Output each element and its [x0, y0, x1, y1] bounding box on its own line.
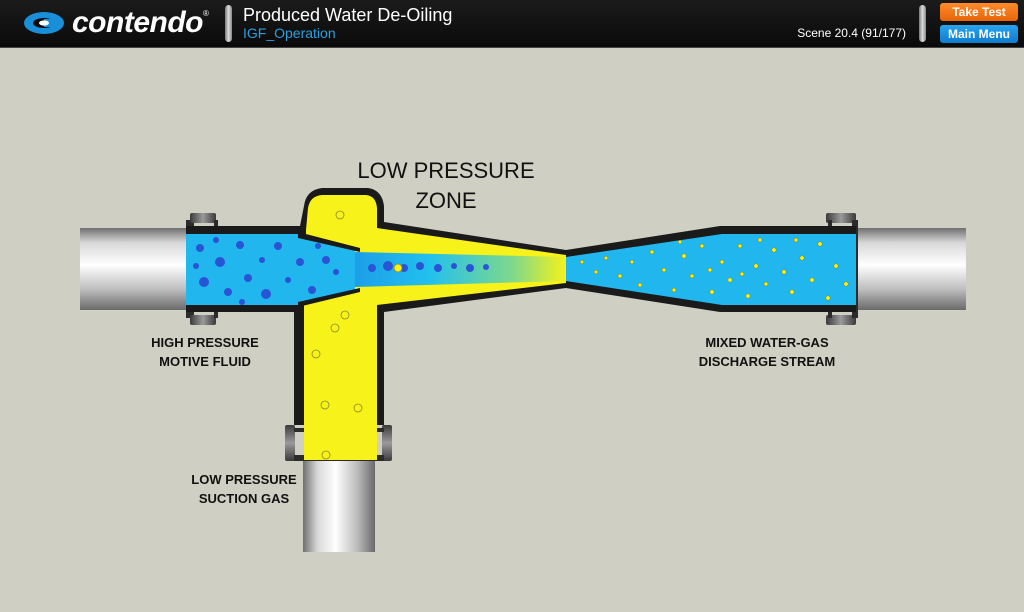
page-title: Produced Water De-Oiling — [243, 5, 453, 25]
mixing-jet — [355, 252, 566, 287]
gas-bubbles — [311, 210, 403, 460]
page-subtitle: IGF_Operation — [243, 25, 336, 41]
scene-counter: Scene 20.4 (91/177) — [797, 26, 906, 40]
contendo-logo-icon — [24, 12, 64, 34]
contendo-logo: contendo® — [22, 6, 209, 40]
title-divider — [225, 5, 232, 42]
discharge-stream-label-2: DISCHARGE STREAM — [699, 354, 836, 369]
oil-drops — [193, 237, 489, 305]
outlet-pipe — [854, 228, 966, 310]
eductor-diagram: LOW PRESSURE ZONE HIGH PRESSURE MOTIVE F… — [80, 158, 966, 552]
suction-gas-label-2: SUCTION GAS — [199, 491, 290, 506]
main-menu-button[interactable]: Main Menu — [940, 25, 1018, 43]
logo-text: contendo — [72, 6, 204, 39]
low-pressure-zone-label: LOW PRESSURE — [357, 158, 534, 183]
take-test-button[interactable]: Take Test — [940, 3, 1018, 21]
motive-fluid-label: HIGH PRESSURE — [151, 335, 259, 350]
suction-gas-label: LOW PRESSURE — [191, 472, 297, 487]
button-divider — [919, 5, 926, 42]
diffuser-bubbles — [579, 237, 849, 301]
inlet-pipe — [80, 228, 190, 310]
discharge-stream-label: MIXED WATER-GAS — [705, 335, 829, 350]
low-pressure-zone-label-2: ZONE — [415, 188, 476, 213]
suction-pipe — [303, 460, 375, 552]
top-bar: contendo® Produced Water De-Oiling IGF_O… — [0, 0, 1024, 48]
motive-fluid-label-2: MOTIVE FLUID — [159, 354, 251, 369]
eductor-body-wall — [186, 188, 856, 425]
